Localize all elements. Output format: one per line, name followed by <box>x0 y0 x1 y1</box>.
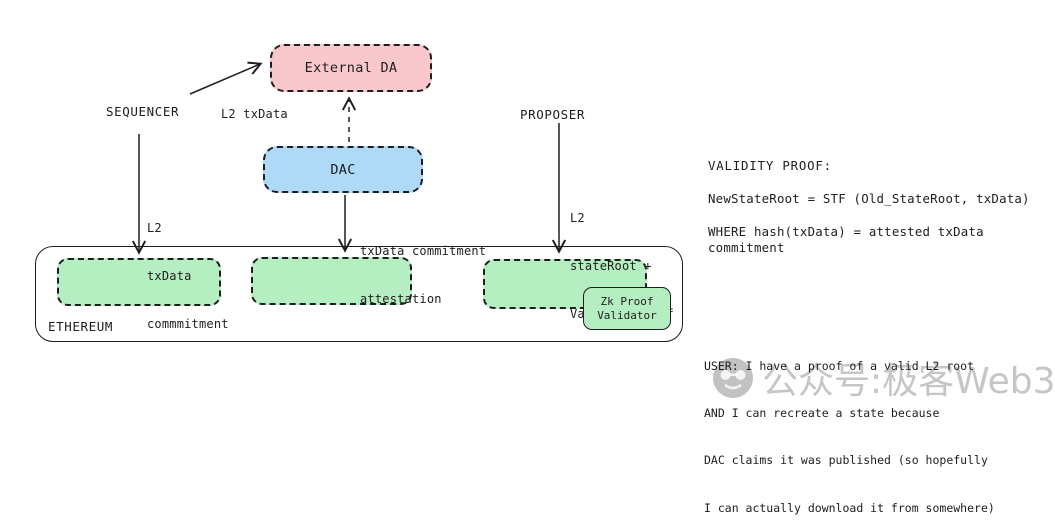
dac-label: DAC <box>330 161 356 178</box>
sequencer-label: SEQUENCER <box>106 104 180 119</box>
edge-label-line: txData commitment <box>360 244 487 258</box>
user-note-line: AND I can recreate a state because <box>704 405 940 420</box>
watermark-logo-icon <box>713 358 753 398</box>
external-da-label: External DA <box>304 60 398 76</box>
ethereum-label: ETHEREUM <box>48 319 114 334</box>
edge-label-line: attestation <box>360 292 442 306</box>
l1-contract-box-2 <box>251 257 412 305</box>
proposer-label: PROPOSER <box>520 107 586 122</box>
l1-contract-box-1 <box>57 258 221 306</box>
edge-label-dac-to-l1: txData commitment attestation <box>360 211 486 323</box>
edge-label-line: txData <box>147 269 192 283</box>
l1-contract-box-3 <box>483 259 647 309</box>
edge-label-line: L2 <box>147 221 162 235</box>
validity-proof-formula: NewStateRoot = STF (Old_StateRoot, txDat… <box>708 191 1030 206</box>
arrow-sequencer-to-external-da <box>189 61 263 95</box>
validity-proof-where-line1: WHERE hash(txData) = attested txData <box>708 224 984 239</box>
validity-proof-title: VALIDITY PROOF: <box>708 158 832 173</box>
watermark-text: 公众号:极客Web3 <box>762 361 1055 402</box>
edge-label-sequencer-to-l1: L2 txData commmitment <box>147 188 229 348</box>
user-note-line: USER: I have a proof of a valid L2 root <box>704 358 975 373</box>
user-note-line: DAC claims it was published (so hopefull… <box>704 453 988 468</box>
zk-proof-validator-box: Zk Proof Validator <box>583 287 671 330</box>
user-note: USER: I have a proof of a valid L2 root … <box>704 327 995 532</box>
edge-label-line: L2 <box>570 211 585 225</box>
external-da-node: External DA <box>270 44 432 92</box>
dac-node: DAC <box>263 146 423 193</box>
zk-proof-validator-label-line2: Validator <box>597 308 657 322</box>
watermark: 公众号:极客Web3 <box>711 352 1055 404</box>
edge-label-line: commmitment <box>147 317 229 331</box>
edge-label-line: stateRoot + <box>570 259 652 273</box>
validity-proof-where-line2: commitment <box>708 240 785 255</box>
ethereum-container <box>35 246 683 342</box>
zk-proof-validator-label-line1: Zk Proof <box>600 295 654 308</box>
edge-label-l2-txdata: L2 txData <box>221 107 288 121</box>
user-note-line: I can actually download it from somewher… <box>704 500 995 515</box>
